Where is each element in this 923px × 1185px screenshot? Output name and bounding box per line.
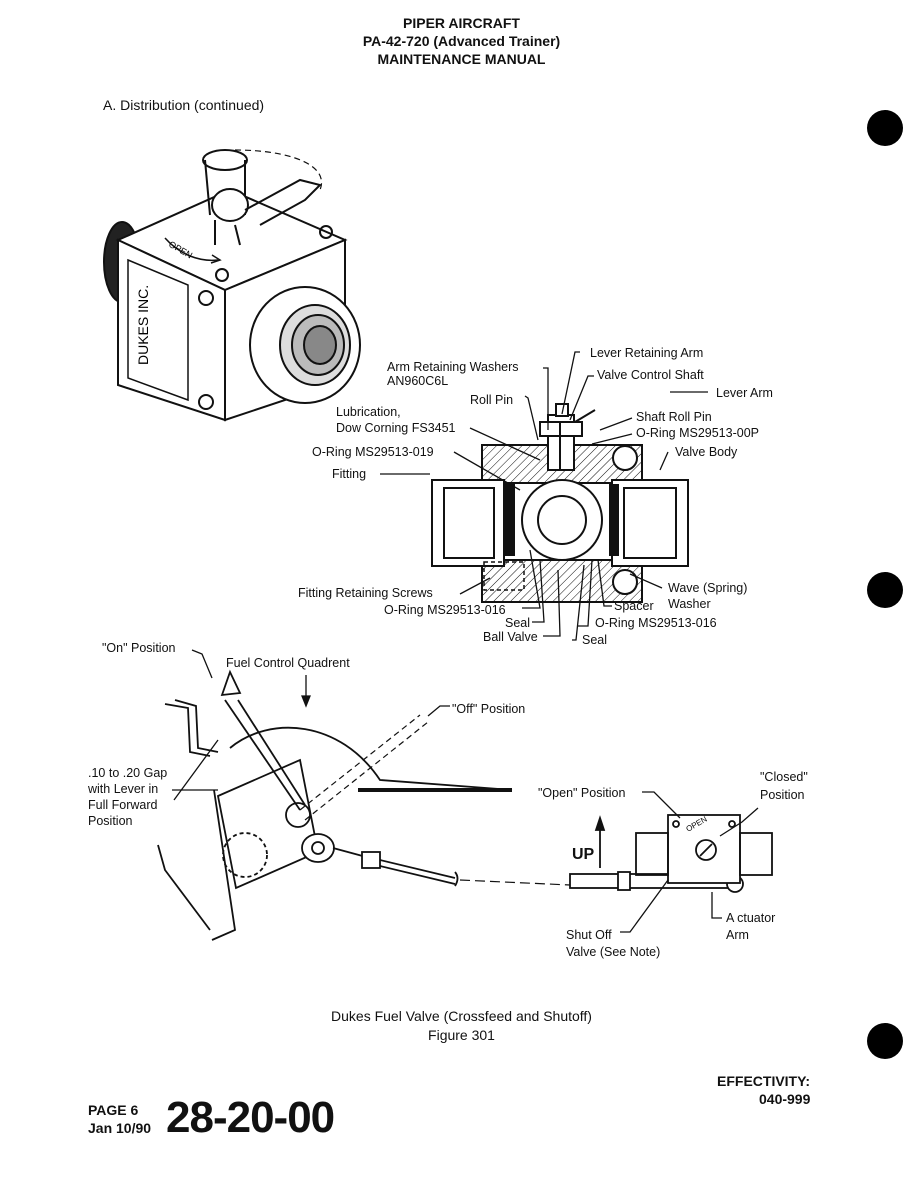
label-oring-016-left: O-Ring MS29513-016 bbox=[384, 603, 506, 617]
label-closed-line1: "Closed" bbox=[760, 770, 808, 784]
label-oring-019: O-Ring MS29513-019 bbox=[312, 445, 434, 459]
revision-bullet bbox=[867, 572, 903, 608]
effectivity-label: EFFECTIVITY: bbox=[717, 1073, 811, 1089]
leader-lines bbox=[380, 351, 708, 641]
label-oring-016-right: O-Ring MS29513-016 bbox=[595, 616, 717, 630]
label-off-position: "Off" Position bbox=[452, 702, 526, 716]
label-actuator-line1: A ctuator bbox=[726, 911, 776, 925]
label-up: UP bbox=[572, 846, 595, 863]
effectivity-value: 040-999 bbox=[759, 1091, 811, 1107]
page-date: Jan 10/90 bbox=[88, 1120, 152, 1136]
label-an960c6l: AN960C6L bbox=[387, 374, 449, 388]
manual-title: MAINTENANCE MANUAL bbox=[377, 51, 546, 67]
label-closed-line2: Position bbox=[760, 788, 805, 802]
label-gap-line1: .10 to .20 Gap bbox=[88, 766, 168, 780]
label-valve-body: Valve Body bbox=[675, 445, 738, 459]
label-lever-retaining-arm: Lever Retaining Arm bbox=[590, 346, 704, 360]
label-seal-left: Seal bbox=[505, 616, 531, 630]
label-open-position: "Open" Position bbox=[538, 786, 626, 800]
linkage-diagram bbox=[157, 669, 773, 941]
brand-text: DUKES INC. bbox=[135, 285, 151, 365]
label-gap-line4: Position bbox=[88, 814, 133, 828]
label-washer: Washer bbox=[668, 597, 711, 611]
label-lubrication: Lubrication, bbox=[336, 405, 401, 419]
label-on-position: "On" Position bbox=[102, 641, 176, 655]
section-number: 28-20-00 bbox=[166, 1093, 335, 1142]
label-shutoff-line2: Valve (See Note) bbox=[566, 945, 661, 959]
label-dow-corning: Dow Corning FS3451 bbox=[336, 421, 456, 435]
revision-bullet bbox=[867, 110, 903, 146]
label-shutoff-line1: Shut Off bbox=[566, 928, 612, 942]
label-actuator-line2: Arm bbox=[726, 928, 749, 942]
page-number: PAGE 6 bbox=[88, 1102, 139, 1118]
label-valve-control-shaft: Valve Control Shaft bbox=[597, 368, 704, 382]
valve-cutaway bbox=[431, 403, 689, 603]
label-spacer: Spacer bbox=[614, 599, 654, 613]
label-wave-spring: Wave (Spring) bbox=[668, 581, 748, 595]
label-roll-pin: Roll Pin bbox=[470, 393, 514, 407]
revision-bullet bbox=[867, 1023, 903, 1059]
label-gap-line2: with Lever in bbox=[88, 782, 159, 796]
figure-caption: Dukes Fuel Valve (Crossfeed and Shutoff) bbox=[331, 1008, 592, 1024]
label-shaft-roll-pin: Shaft Roll Pin bbox=[636, 410, 712, 424]
label-gap-line3: Full Forward bbox=[88, 798, 158, 812]
label-ball-valve: Ball Valve bbox=[483, 630, 538, 644]
label-seal-right: Seal bbox=[582, 633, 608, 647]
aircraft-model: PA-42-720 (Advanced Trainer) bbox=[362, 33, 561, 49]
section-heading: A. Distribution (continued) bbox=[103, 97, 265, 113]
label-oring-00p: O-Ring MS29513-00P bbox=[636, 426, 759, 440]
label-lever-arm: Lever Arm bbox=[716, 386, 773, 400]
label-fitting-retaining-screws: Fitting Retaining Screws bbox=[298, 586, 433, 600]
label-fuel-control-quadrant: Fuel Control Quadrent bbox=[226, 656, 350, 670]
manual-publisher: PIPER AIRCRAFT bbox=[403, 15, 520, 31]
label-fitting: Fitting bbox=[332, 467, 367, 481]
label-arm-retaining-washers: Arm Retaining Washers bbox=[387, 360, 519, 374]
figure-number: Figure 301 bbox=[428, 1027, 495, 1043]
valve-photo bbox=[103, 149, 361, 422]
